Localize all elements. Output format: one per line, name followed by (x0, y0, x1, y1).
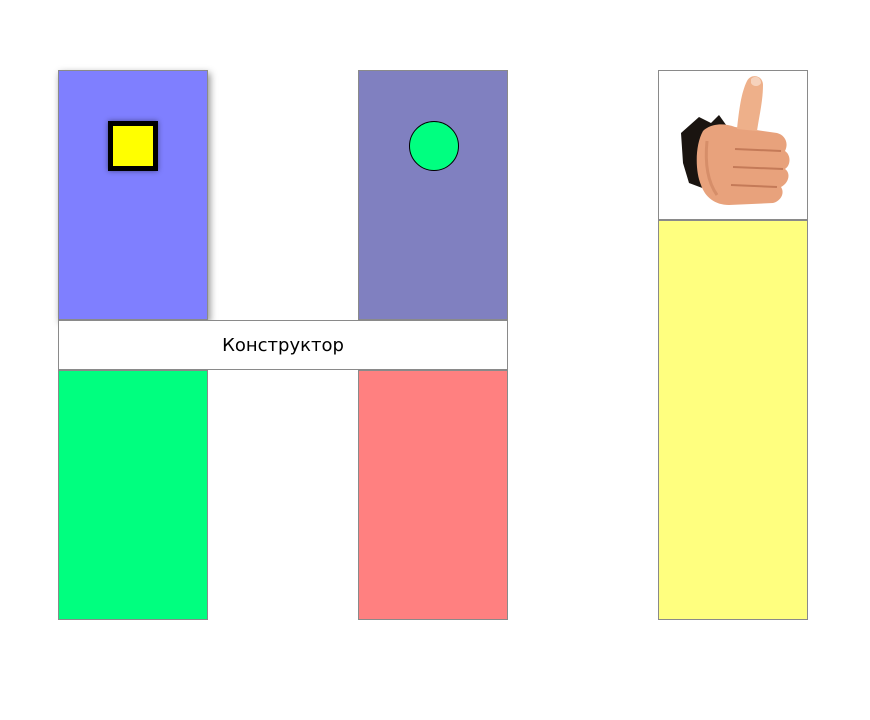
slate-panel[interactable] (358, 70, 508, 320)
yellow-panel[interactable] (658, 220, 808, 620)
thumbs-up-tile[interactable] (658, 70, 808, 220)
constructor-label: Конструктор (222, 334, 344, 356)
yellow-square-shape[interactable] (108, 121, 158, 171)
thumbs-up-icon (681, 76, 790, 205)
red-panel[interactable] (358, 370, 508, 620)
green-panel[interactable] (58, 370, 208, 620)
constructor-button[interactable]: Конструктор (58, 320, 508, 370)
blue-panel[interactable] (58, 70, 208, 320)
green-circle-shape[interactable] (409, 121, 459, 171)
